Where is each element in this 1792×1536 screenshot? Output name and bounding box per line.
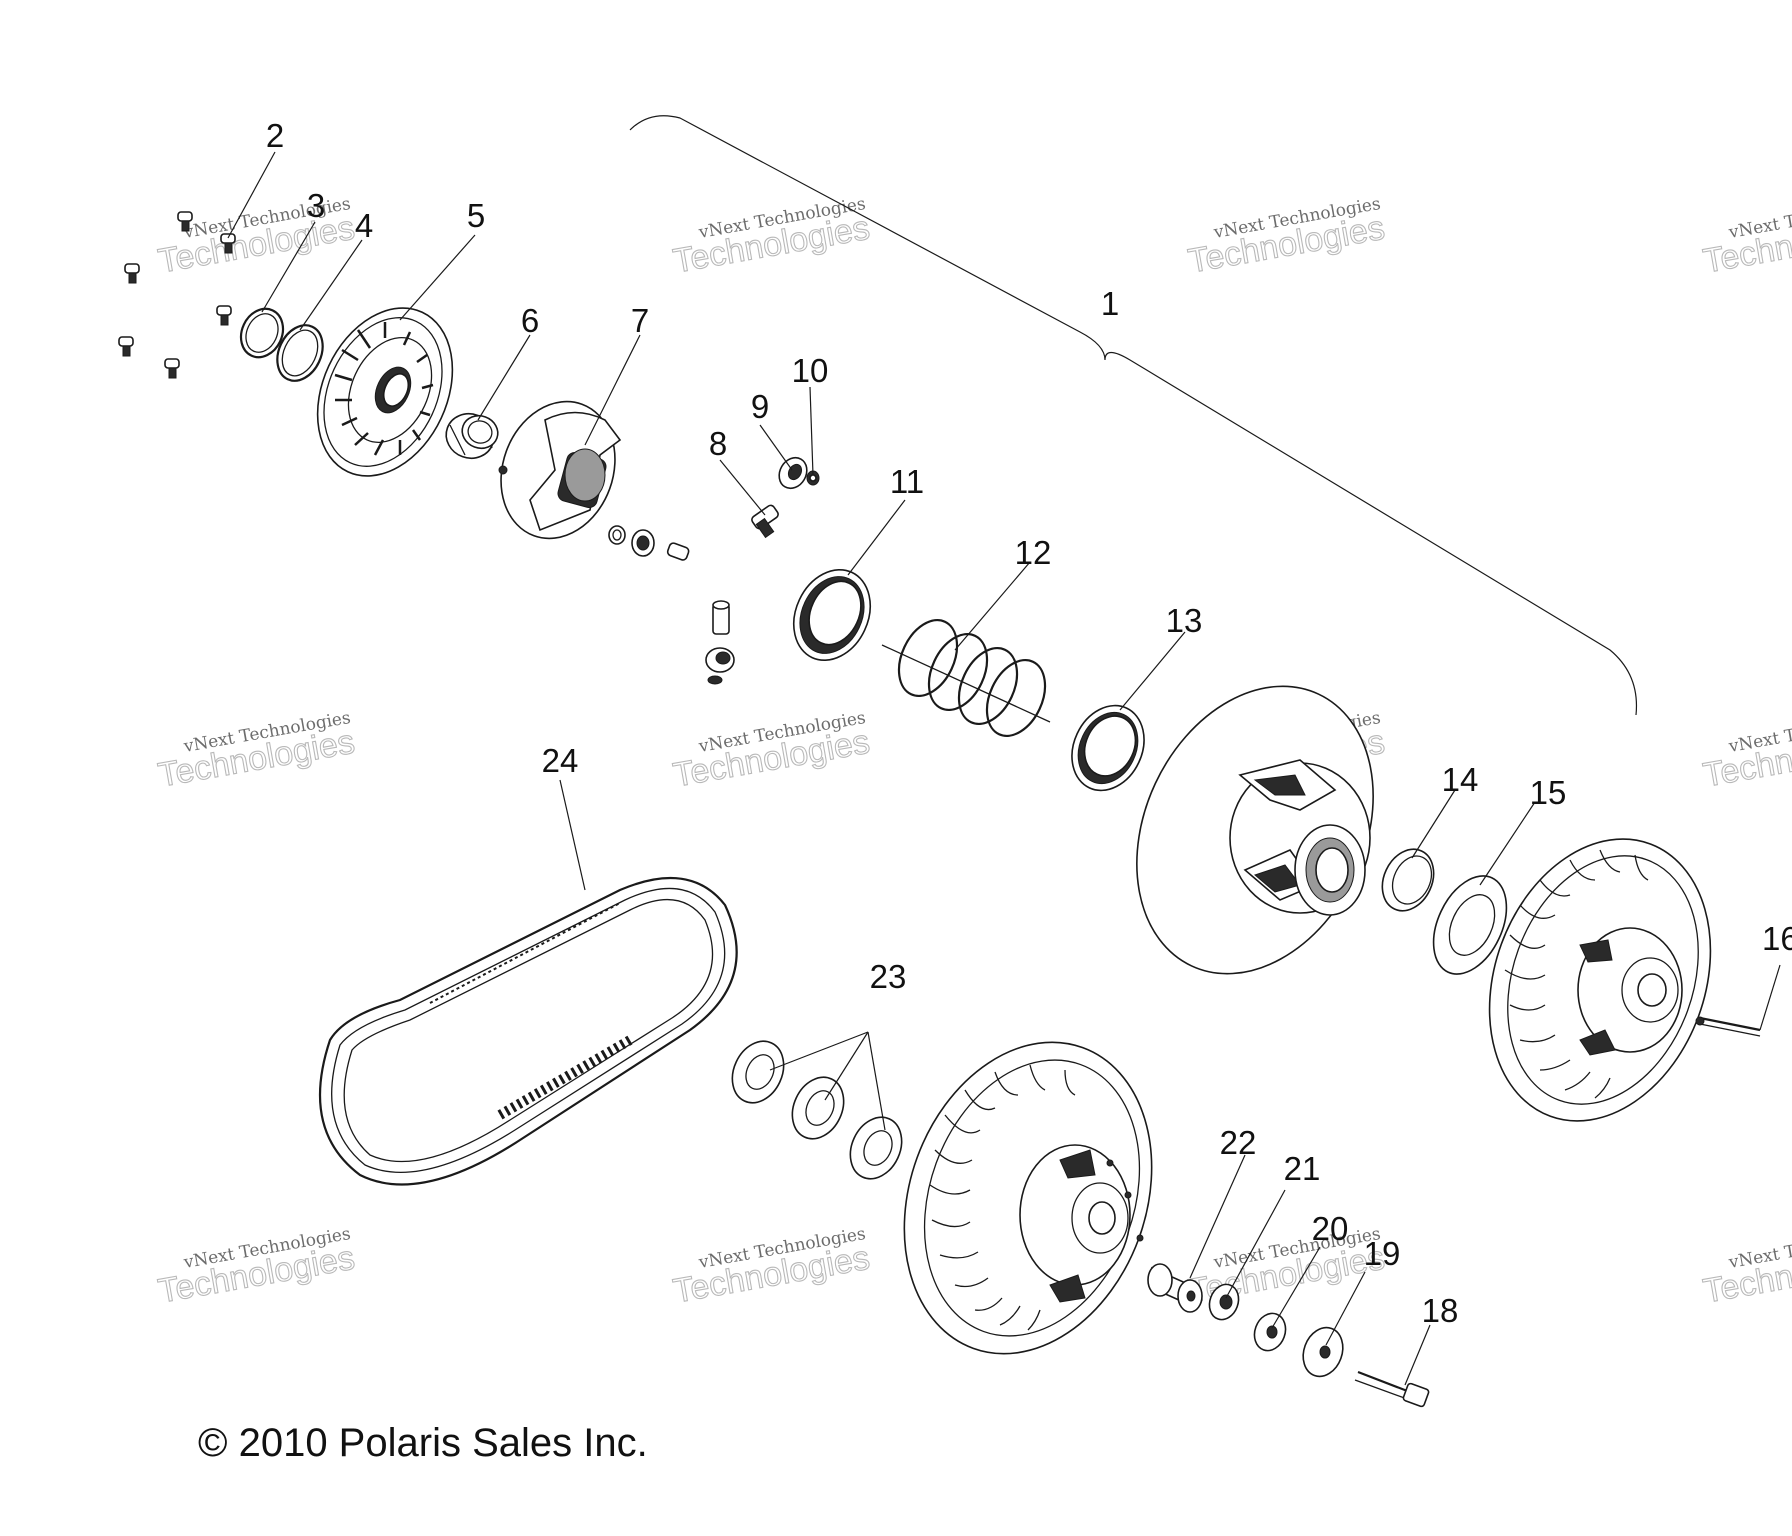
watermark: vNext Technologies Technologies	[1700, 194, 1792, 281]
spring	[881, 619, 1051, 737]
watermark: vNext Technologies Technologies	[155, 194, 358, 281]
snap-ring	[239, 307, 285, 359]
spring-seat	[1071, 704, 1145, 792]
spacer-washer	[1432, 875, 1508, 975]
callout-4: 4	[355, 207, 373, 244]
callout-labels: 1 2 3 4 5 6 7 8 9 10 11 12 13 14 15 16 1…	[266, 117, 1792, 1329]
callout-3: 3	[307, 187, 325, 224]
callout-22: 22	[1220, 1124, 1257, 1161]
callout-14: 14	[1442, 761, 1479, 798]
watermark: vNext Technologies Technologies	[1700, 1224, 1792, 1311]
shims	[731, 1040, 903, 1180]
roller-pin	[751, 504, 779, 539]
leader-lines	[227, 151, 1781, 1386]
callout-2: 2	[266, 117, 284, 154]
fixed-sheave-right	[1488, 838, 1712, 1122]
watermark: vNext Technologies Technologies	[1185, 194, 1388, 281]
callout-5: 5	[467, 197, 485, 234]
callout-12: 12	[1015, 534, 1052, 571]
bolt	[1354, 1370, 1430, 1408]
spare-hardware	[705, 600, 735, 685]
watermark: vNext Technologies Technologies	[670, 708, 873, 795]
washer-20	[1253, 1312, 1287, 1352]
callout-20: 20	[1312, 1210, 1349, 1247]
o-ring	[276, 324, 324, 382]
callout-8: 8	[709, 425, 727, 462]
callout-11: 11	[890, 463, 924, 500]
callout-1: 1	[1101, 285, 1119, 322]
assembly-bracket	[629, 115, 1638, 716]
callout-16: 16	[1762, 920, 1792, 957]
watermark: vNext Technologies Technologies	[155, 708, 358, 795]
drive-belt	[318, 876, 738, 1186]
callout-19: 19	[1364, 1235, 1401, 1272]
callout-13: 13	[1166, 602, 1203, 639]
callout-23: 23	[870, 958, 907, 995]
callout-7: 7	[631, 302, 649, 339]
washer-19	[1302, 1326, 1344, 1378]
callout-6: 6	[521, 302, 539, 339]
copyright-notice: © 2010 Polaris Sales Inc.	[198, 1421, 648, 1465]
callout-15: 15	[1530, 774, 1567, 811]
callout-24: 24	[542, 742, 579, 779]
spider	[498, 400, 622, 540]
cover-plate	[316, 307, 454, 477]
pin	[1695, 1016, 1761, 1037]
fixed-sheave-lower	[903, 1041, 1153, 1355]
spider-hardware	[608, 525, 690, 561]
bushing	[445, 412, 499, 460]
callout-9: 9	[751, 388, 769, 425]
callout-10: 10	[792, 352, 829, 389]
seal	[793, 568, 871, 662]
washer-21	[1208, 1283, 1240, 1321]
callout-18: 18	[1422, 1292, 1459, 1329]
watermark: vNext Technologies Technologies	[1700, 708, 1792, 795]
moveable-sheave	[1136, 685, 1374, 975]
callout-21: 21	[1284, 1150, 1321, 1187]
watermark: vNext Technologies Technologies	[155, 1224, 358, 1311]
roller	[778, 456, 808, 490]
watermark: vNext Technologies Technologies	[670, 1224, 873, 1311]
cover-screws	[118, 211, 236, 379]
sheave-bushing	[1381, 848, 1435, 912]
spacer-sleeve	[1147, 1263, 1203, 1313]
watermark: vNext Technologies Technologies	[670, 194, 873, 281]
